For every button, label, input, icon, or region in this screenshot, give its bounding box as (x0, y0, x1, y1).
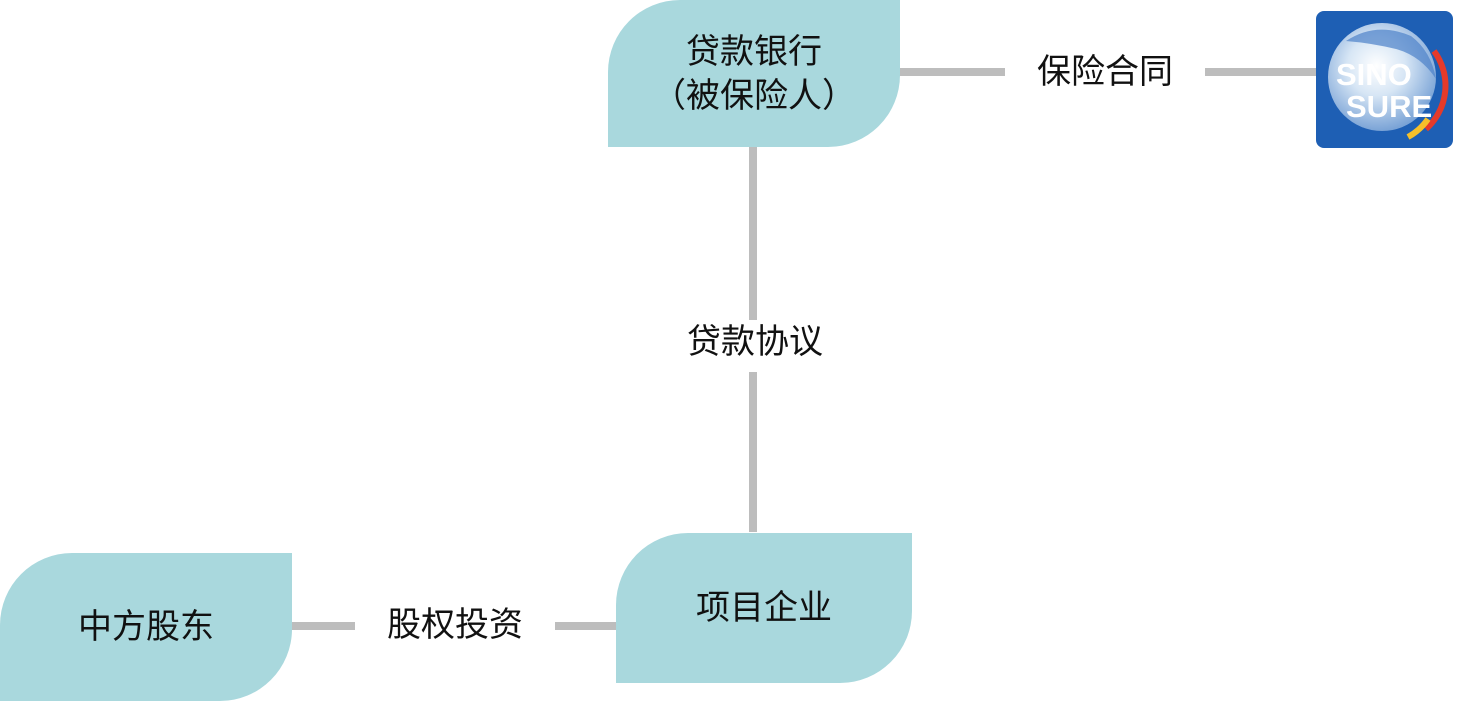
node-project-company-label: 项目企业 (696, 588, 832, 628)
edge-label-loan-agreement: 贷款协议 (660, 320, 850, 372)
globe-logo-icon: SINO SURE (1316, 11, 1453, 148)
edge-label-insurance-contract: 保险合同 (1005, 50, 1205, 98)
logo-text-line2: SURE (1346, 89, 1432, 124)
sinosure-logo: SINO SURE (1316, 11, 1453, 148)
node-lending-bank: 贷款银行 （被保险人） (608, 0, 900, 147)
node-project-company: 项目企业 (616, 533, 912, 683)
edge-label-equity-investment: 股权投资 (355, 603, 555, 655)
node-lending-bank-subtitle: （被保险人） (652, 75, 856, 116)
node-lending-bank-title: 贷款银行 (686, 31, 822, 72)
node-chinese-shareholder: 中方股东 (0, 553, 292, 701)
logo-text-line1: SINO (1336, 57, 1412, 92)
node-chinese-shareholder-label: 中方股东 (78, 607, 214, 647)
